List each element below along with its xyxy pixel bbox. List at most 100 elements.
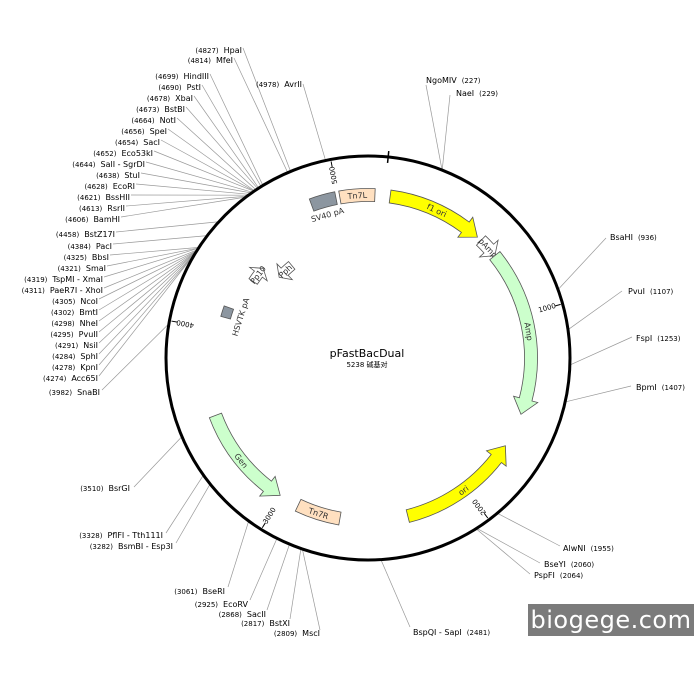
site-name: BsaHI [610, 233, 633, 242]
site-leader [109, 247, 198, 256]
watermark: biogege.com [528, 604, 694, 636]
feature-shape [405, 445, 507, 523]
site-position: (4644) [72, 161, 96, 169]
site-name: BssHII [105, 193, 130, 202]
site-hindiii: HindIII(4699) [155, 72, 209, 81]
site-position: (4814) [188, 57, 212, 65]
feature-amp: Amp [489, 250, 539, 415]
site-position: (4978) [256, 81, 280, 89]
site-position: (4656) [121, 128, 145, 136]
site-position: (4319) [24, 276, 48, 284]
feature-shape [208, 412, 281, 497]
site-name: PacI [96, 242, 112, 251]
site-name: NsiI [83, 341, 98, 350]
site-name: NotI [160, 116, 176, 125]
tick-mark [261, 522, 266, 529]
site-snabi: SnaBI(3982) [49, 388, 100, 397]
tick-label: 3000 [262, 506, 278, 525]
site-leader [477, 528, 541, 564]
site-leader [145, 161, 252, 193]
site-position: (4321) [58, 265, 82, 273]
site-name: NgoMIV [426, 76, 457, 85]
site-position: (4673) [136, 106, 160, 114]
feature-shape [248, 266, 268, 285]
site-pspfi: PspFI(2064) [534, 571, 583, 580]
site-bseri: BseRI(3061) [174, 587, 225, 596]
site-position: (229) [479, 90, 498, 98]
site-name: BstXI [269, 619, 290, 628]
site-name: BseRI [203, 587, 226, 596]
feature-shape [294, 498, 342, 526]
site-position: (2060) [571, 561, 595, 569]
site-leader [125, 196, 246, 207]
site-leader [106, 247, 198, 267]
site-name: SpeI [150, 127, 167, 136]
site-name: PstI [187, 83, 201, 92]
feature-shape [388, 189, 478, 238]
site-name: BbsI [92, 253, 109, 262]
feature-shape [220, 305, 235, 320]
site-position: (936) [638, 234, 657, 242]
site-name: BmtI [79, 308, 98, 317]
site-leader [566, 385, 632, 403]
site-name: HindIII [184, 72, 209, 81]
site-position: (4295) [50, 331, 74, 339]
site-name: StuI [124, 171, 140, 180]
site-position: (4325) [64, 254, 88, 262]
site-name: BstZ17I [84, 230, 115, 239]
site-xbai: XbaI(4678) [147, 94, 193, 103]
site-leader [101, 324, 168, 391]
feature-hsvtk-pa: HSVTK pA [220, 296, 251, 337]
site-name: SmaI [86, 264, 106, 273]
site-position: (4690) [158, 84, 182, 92]
site-leader [153, 150, 254, 192]
site-msci: MscI(2809) [274, 629, 320, 638]
site-leader [98, 252, 195, 322]
site-name: MfeI [216, 56, 233, 65]
restriction-sites: NgoMIV(227)NaeI(229)BsaHI(936)PvuI(1107)… [22, 46, 686, 638]
site-position: (4606) [65, 216, 89, 224]
site-leader [98, 251, 195, 311]
site-name: EcoRV [223, 600, 248, 609]
site-eco53ki: Eco53kI(4652) [93, 149, 153, 158]
site-position: (4652) [93, 150, 117, 158]
site-leader [98, 254, 194, 344]
site-leader [242, 47, 291, 171]
tick-mark [483, 513, 489, 519]
feature-label: Amp [522, 322, 534, 342]
site-name: PvuI [628, 287, 645, 296]
site-position: (4278) [52, 364, 76, 372]
site-bmti: BmtI(4302) [51, 308, 98, 317]
site-mfei: MfeI (4814) [188, 56, 233, 65]
feature-shape [475, 235, 499, 258]
site-bbsi: BbsI (4325) [64, 253, 109, 262]
site-name: BpmI [636, 383, 657, 392]
site-leader [425, 84, 443, 169]
site-kpni: KpnI(4278) [52, 363, 98, 372]
site-leader [98, 255, 193, 355]
site-bsrgi: BsrGI(3510) [80, 484, 130, 493]
site-nhei: NheI(4298) [51, 319, 98, 328]
feature-ori: ori [405, 445, 507, 523]
site-position: (3982) [49, 389, 73, 397]
site-name: Acc65I [71, 374, 98, 383]
site-leader [98, 253, 195, 333]
site-name: PflFI - Tth111I [107, 531, 163, 540]
site-position: (4384) [68, 243, 92, 251]
site-leader [441, 94, 451, 170]
site-position: (4638) [96, 172, 120, 180]
site-leader-lines [98, 47, 633, 631]
site-paci: PacI (4384) [68, 242, 112, 251]
feature-pp10: Pp10 [248, 264, 268, 286]
site-name: HpaI [224, 46, 242, 55]
site-leader [380, 560, 411, 628]
site-name: BspQI - SapI [413, 628, 462, 637]
site-position: (3328) [79, 532, 103, 540]
site-name: BsrGI [108, 484, 130, 493]
plasmid-name: pFastBacDual [330, 347, 405, 360]
feature-label: Tn7L [346, 191, 368, 201]
site-leader [209, 73, 263, 185]
site-fspi: FspI(1253) [636, 334, 681, 343]
